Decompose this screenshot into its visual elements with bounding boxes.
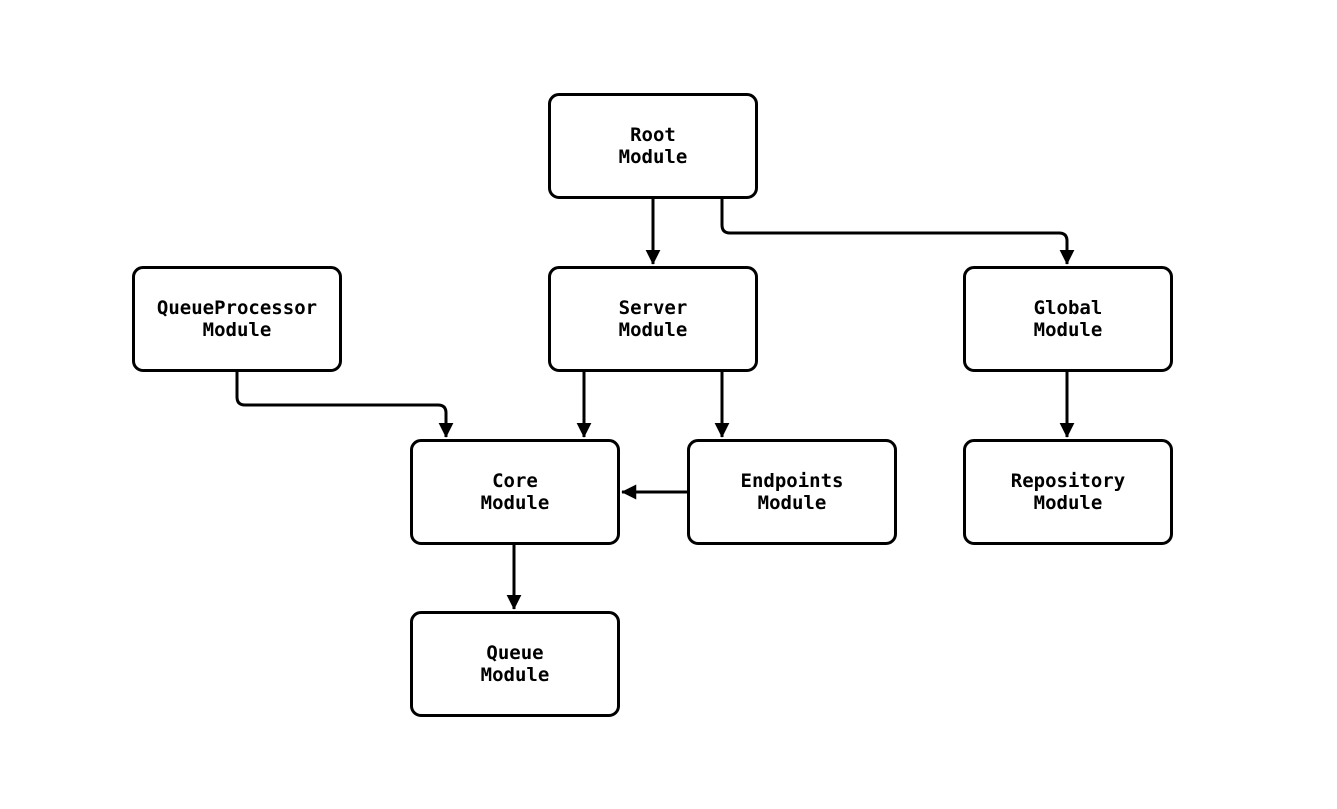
node-label-line: Endpoints (740, 470, 844, 492)
node-label-line: Root (630, 124, 676, 146)
node-label-line: Module (480, 664, 550, 686)
node-label-line: Module (480, 492, 550, 514)
node-core-module: Core Module (410, 439, 620, 545)
node-label-line: Module (1033, 492, 1103, 514)
node-repository-module: Repository Module (963, 439, 1173, 545)
node-label-line: Server (618, 297, 688, 319)
node-queueprocessor-module: QueueProcessor Module (132, 266, 342, 372)
node-label-line: Core (492, 470, 538, 492)
node-label-line: Module (618, 319, 688, 341)
node-label-line: Global (1033, 297, 1103, 319)
node-server-module: Server Module (548, 266, 758, 372)
edge-root-to-global (720, 198, 1075, 265)
node-label-line: Module (618, 146, 688, 168)
node-label-line: Module (757, 492, 827, 514)
node-queue-module: Queue Module (410, 611, 620, 717)
node-endpoints-module: Endpoints Module (687, 439, 897, 545)
node-label-line: Repository (1010, 470, 1126, 492)
node-label-line: Module (202, 319, 272, 341)
node-label-line: QueueProcessor (156, 297, 318, 319)
node-global-module: Global Module (963, 266, 1173, 372)
node-label-line: Queue (486, 642, 544, 664)
node-root-module: Root Module (548, 93, 758, 199)
node-label-line: Module (1033, 319, 1103, 341)
edge-queueprocessor-to-core (235, 372, 454, 438)
